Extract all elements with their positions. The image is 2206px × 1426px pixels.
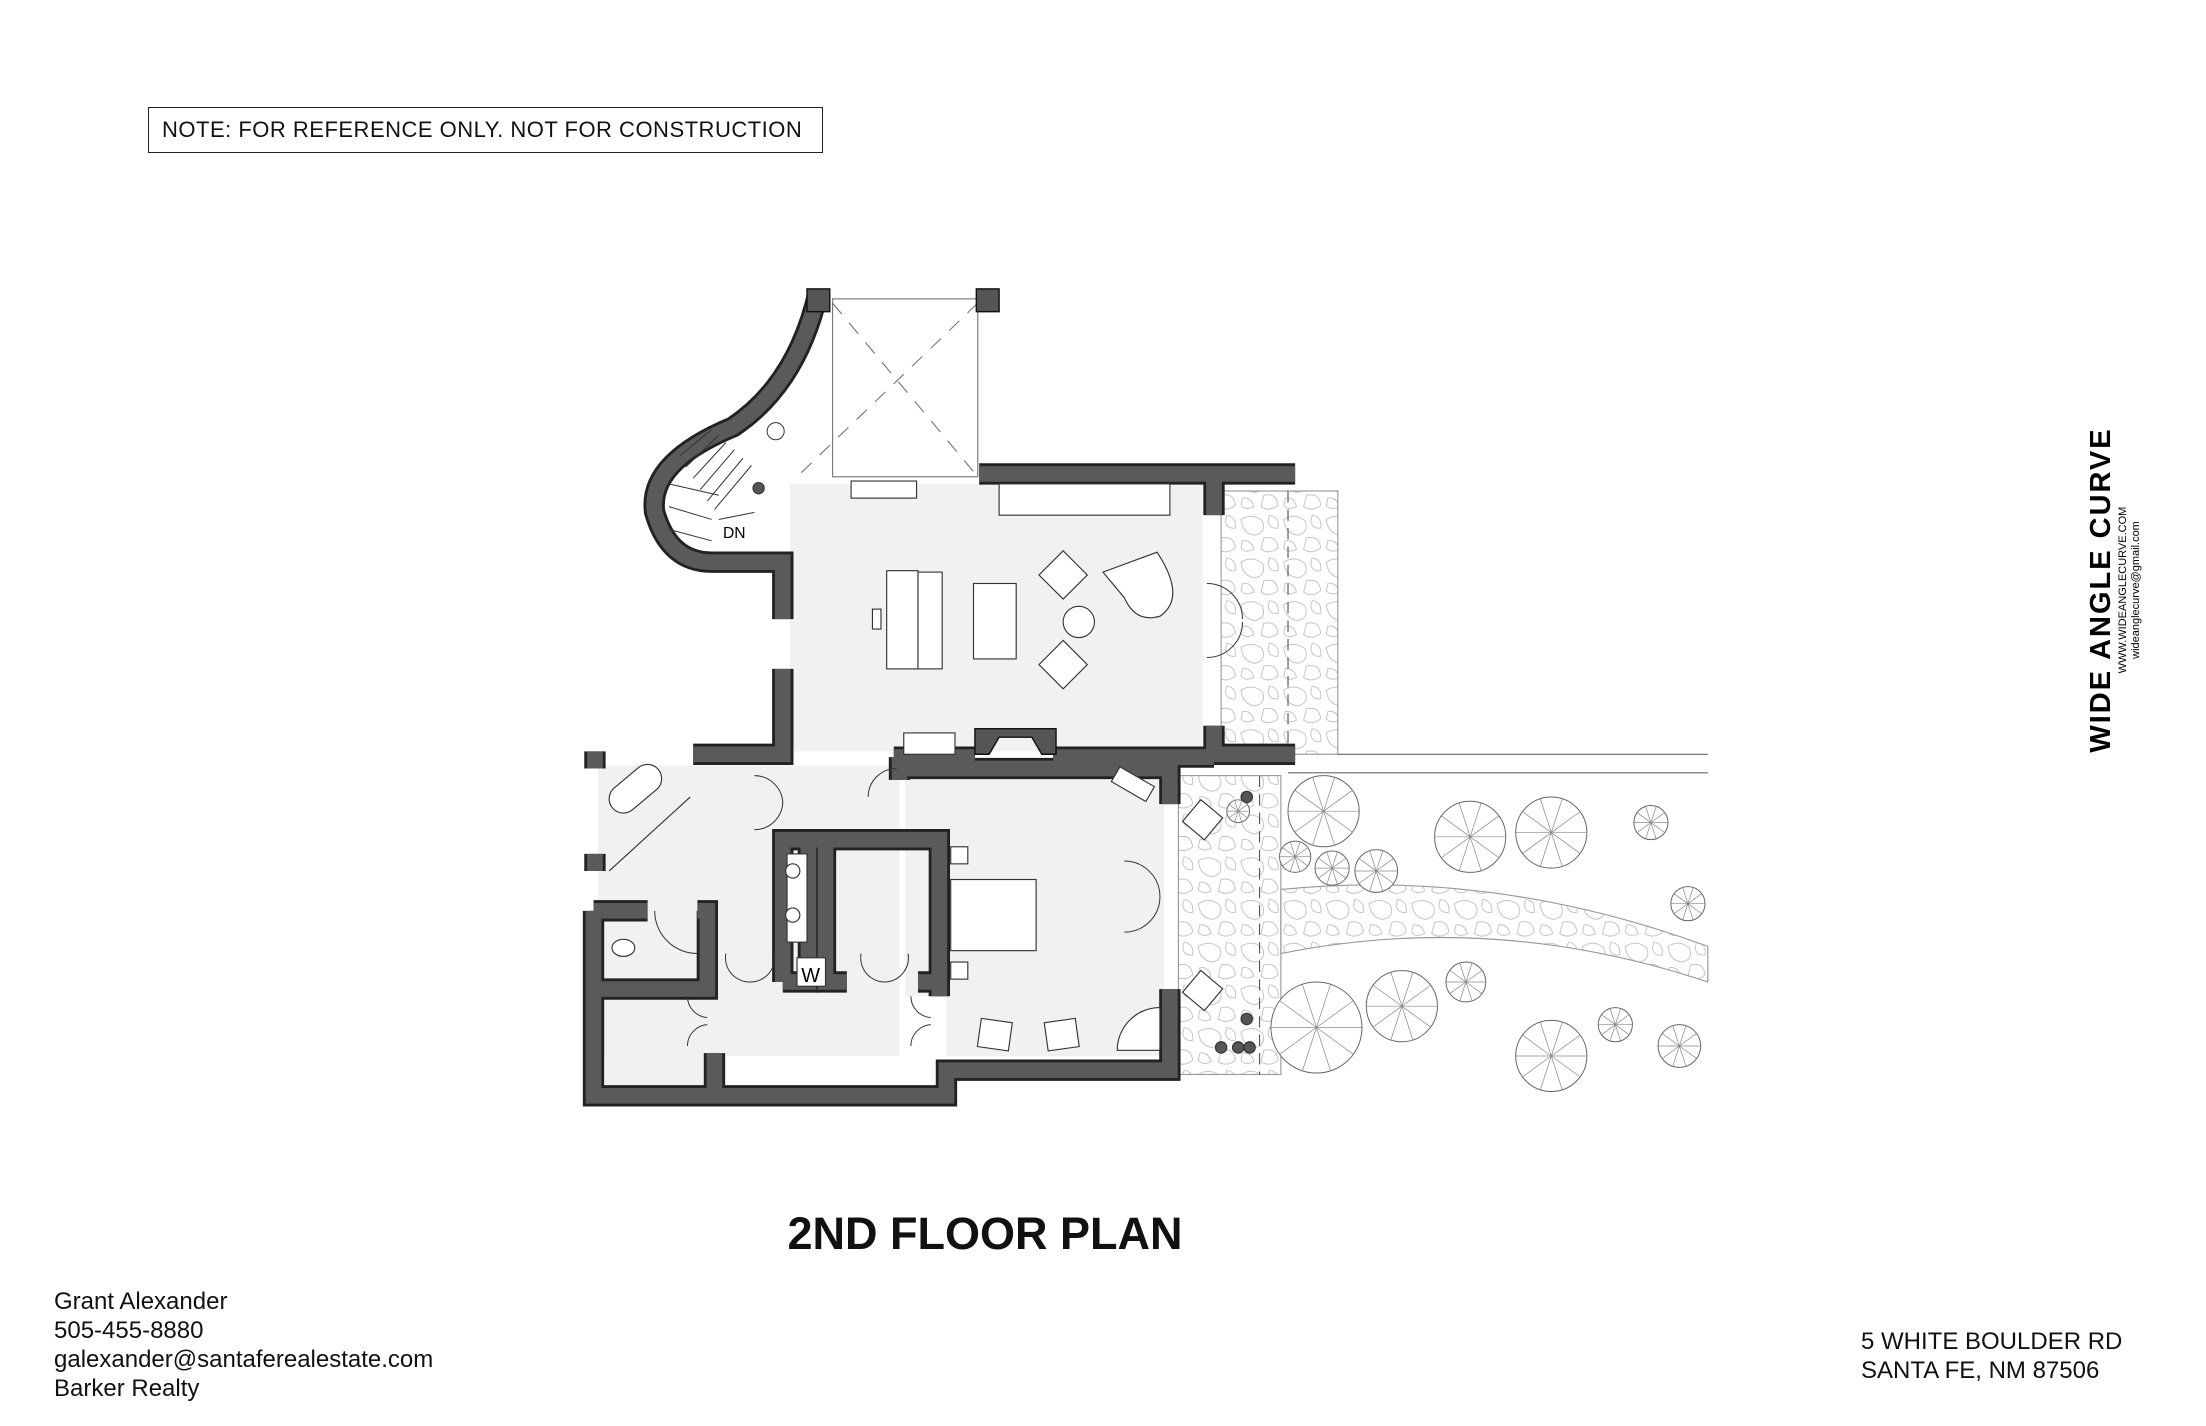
tree xyxy=(1515,796,1588,869)
stone-patio-upper xyxy=(1220,490,1339,755)
tree xyxy=(1226,799,1251,824)
logo-email: wideanglecurve@gmail.com xyxy=(2130,521,2142,659)
fireplace xyxy=(974,727,1057,755)
tree xyxy=(1278,840,1312,873)
garden-path xyxy=(1280,884,1709,983)
doors xyxy=(654,582,1243,1047)
agent-email: galexander@santaferealestate.com xyxy=(54,1346,434,1373)
logo-website: WWW.WIDEANGLECURVE.COM xyxy=(2117,506,2129,674)
tree xyxy=(1597,1007,1633,1043)
furniture xyxy=(608,480,1256,1054)
column xyxy=(975,288,1000,313)
stairs-down-label: DN xyxy=(723,525,746,542)
agent-company: Barker Realty xyxy=(54,1375,200,1402)
logo-name: WIDE ANGLE CURVE xyxy=(2085,427,2117,753)
tree xyxy=(1633,805,1669,841)
tree xyxy=(1270,981,1363,1074)
tree xyxy=(1657,1024,1702,1068)
tree xyxy=(1670,886,1706,922)
tree xyxy=(1515,1019,1588,1093)
tree xyxy=(1314,850,1350,886)
column xyxy=(806,288,831,313)
tree xyxy=(1365,970,1438,1043)
agent-phone: 505-455-8880 xyxy=(54,1317,204,1344)
tree xyxy=(1287,775,1360,848)
stone-patio-lower xyxy=(1177,775,1282,1076)
ceiling-fan-icon xyxy=(766,422,785,441)
address-line-2: SANTA FE, NM 87506 xyxy=(1861,1357,2100,1384)
wide-angle-curve-logo: WIDE ANGLE CURVE WWW.WIDEANGLECURVE.COM … xyxy=(2085,410,2143,770)
tree xyxy=(1434,800,1507,873)
washer-label: W xyxy=(801,965,820,987)
plan-title: 2ND FLOOR PLAN xyxy=(787,1208,1183,1259)
tree xyxy=(1354,849,1399,893)
property-address: 5 WHITE BOULDER RD SANTA FE, NM 87506 xyxy=(1861,1327,2122,1385)
address-line-1: 5 WHITE BOULDER RD xyxy=(1861,1328,2123,1355)
reference-note: NOTE: FOR REFERENCE ONLY. NOT FOR CONSTR… xyxy=(148,107,823,153)
staircase xyxy=(668,422,785,542)
agent-contact: Grant Alexander 505-455-8880 galexander@… xyxy=(54,1287,433,1403)
open-to-below xyxy=(796,298,979,478)
agent-name: Grant Alexander xyxy=(54,1288,228,1315)
tree xyxy=(1445,961,1487,1003)
